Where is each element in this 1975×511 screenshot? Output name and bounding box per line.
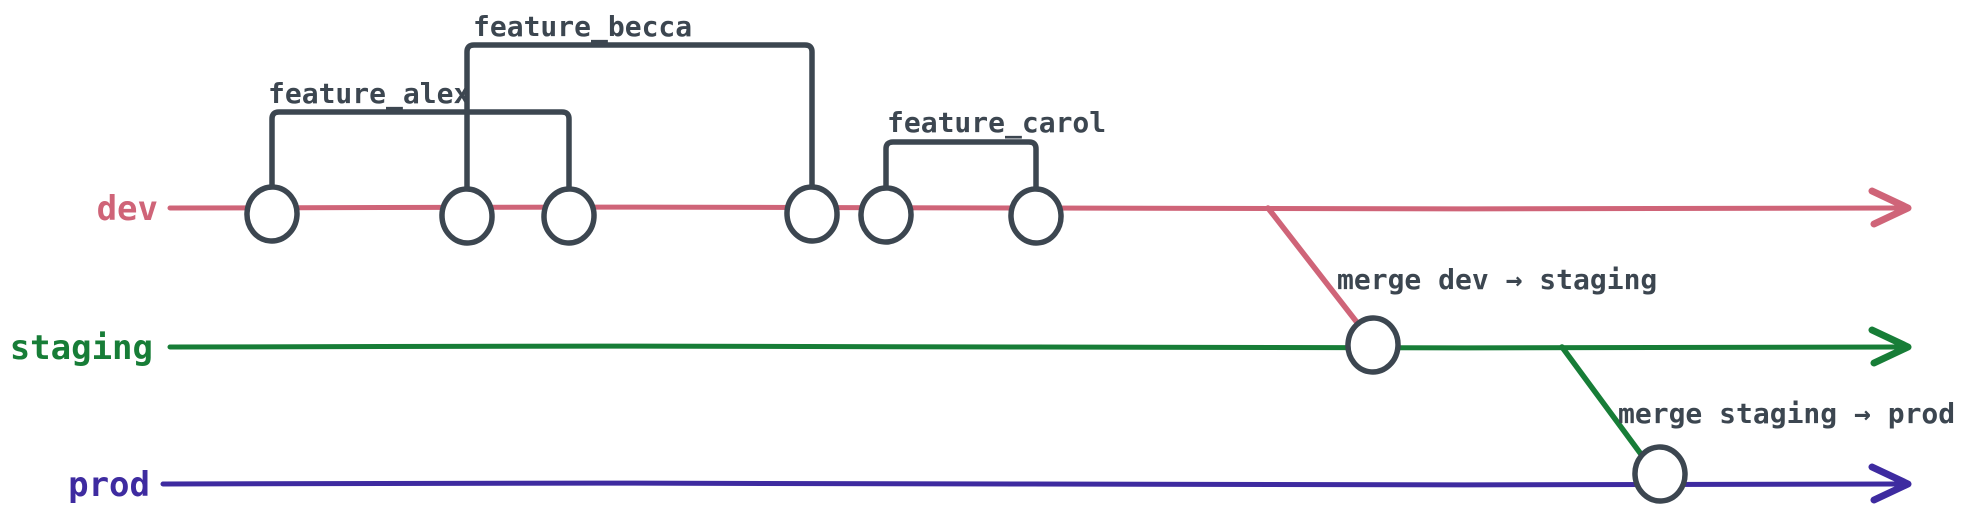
branch-arrowhead-dev	[1868, 187, 1912, 228]
branch-line-staging	[167, 343, 1901, 351]
commit-node-dev	[784, 184, 840, 244]
commit-node-dev	[439, 186, 495, 246]
branch-label-dev: dev	[97, 189, 158, 229]
feature-branch-label: feature_becca	[473, 10, 692, 43]
merge-commit-node-prod	[1632, 444, 1688, 504]
merge-label: merge dev → staging	[1337, 263, 1657, 296]
merge-commit-node-staging	[1345, 315, 1401, 375]
feature-branch-label: feature_carol	[887, 106, 1106, 139]
commit-node-dev	[1008, 186, 1064, 246]
branch-arrowhead-prod	[1868, 463, 1912, 504]
feature-bracket-feature_becca	[464, 42, 815, 195]
commit-node-dev	[858, 185, 914, 245]
feature-branch-label: feature_alex	[268, 77, 470, 110]
branch-label-prod: prod	[68, 465, 150, 505]
branch-line-prod	[160, 480, 1901, 488]
commit-node-dev	[541, 186, 597, 246]
merge-label: merge staging → prod	[1618, 397, 1955, 430]
commit-node-dev	[244, 184, 300, 244]
feature-bracket-feature_carol	[883, 139, 1039, 195]
feature-bracket-feature_alex	[269, 109, 572, 195]
branch-label-staging: staging	[10, 328, 153, 368]
merge-line-dev-to-staging	[1265, 205, 1376, 346]
branch-arrowhead-staging	[1868, 326, 1912, 367]
